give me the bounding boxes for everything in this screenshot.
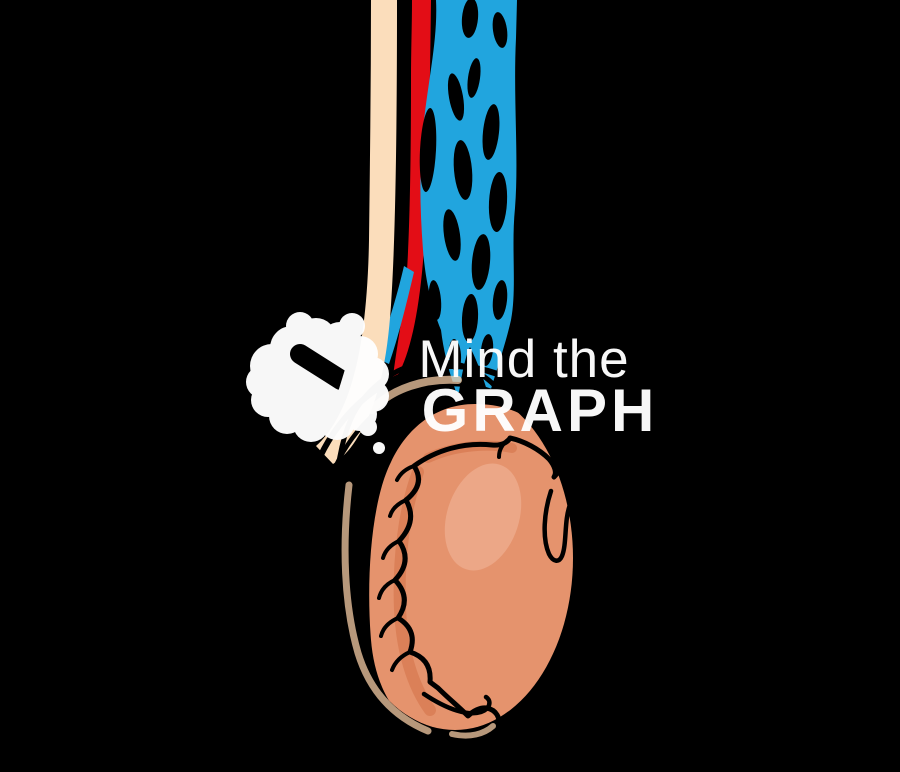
lobe-hook [388,498,408,518]
lobe-hook [395,464,416,482]
epididymis-tail-curl [421,691,492,716]
watermark: Mind the GRAPH [246,312,659,454]
vein-gap [480,334,494,366]
brain-pencil-icon [246,312,389,454]
vein-gap [471,234,491,290]
brain-lobe [246,366,278,398]
vein-gaps [419,0,508,371]
watermark-dot [373,442,385,454]
pencil-body [290,344,351,390]
vein-gap [428,280,442,320]
brain-lobe [339,313,365,339]
lobe-hook [390,650,412,672]
lobe-hook [497,437,511,459]
epididymis-shade-tail [449,723,496,739]
pencil-tip [335,366,384,404]
vein-gap [447,73,465,121]
testis-crease-line [542,488,582,563]
watermark-line1: Mind the [418,330,629,389]
testis-highlight [444,463,522,571]
vein-gap [443,209,461,261]
vein-gap [482,104,500,160]
testicular-artery-icon [393,0,431,378]
vein-gap [461,294,479,342]
brain-lobe [319,404,355,440]
lobe-hook [377,578,397,600]
tunica-vaginalis [294,363,611,765]
vein-gap [461,0,479,38]
epididymis-lobe-hooks [377,437,511,672]
vein-gap [492,280,508,320]
vein-gap [467,58,481,98]
watermark-dot [359,418,377,436]
spermatic-cord [316,0,517,464]
vein-gap [453,140,473,200]
brain-lobe [286,312,314,340]
lobe-hook [379,616,400,638]
pampiniform-plexus [376,0,517,392]
testicle [294,358,611,765]
epididymis [329,358,564,745]
vein-gap [488,172,508,232]
epididymis-shade-body [341,481,432,735]
watermark-line2: GRAPH [422,377,659,444]
vein-gap [419,108,437,192]
lobe-hook [381,539,401,560]
vein-gap [492,12,508,48]
